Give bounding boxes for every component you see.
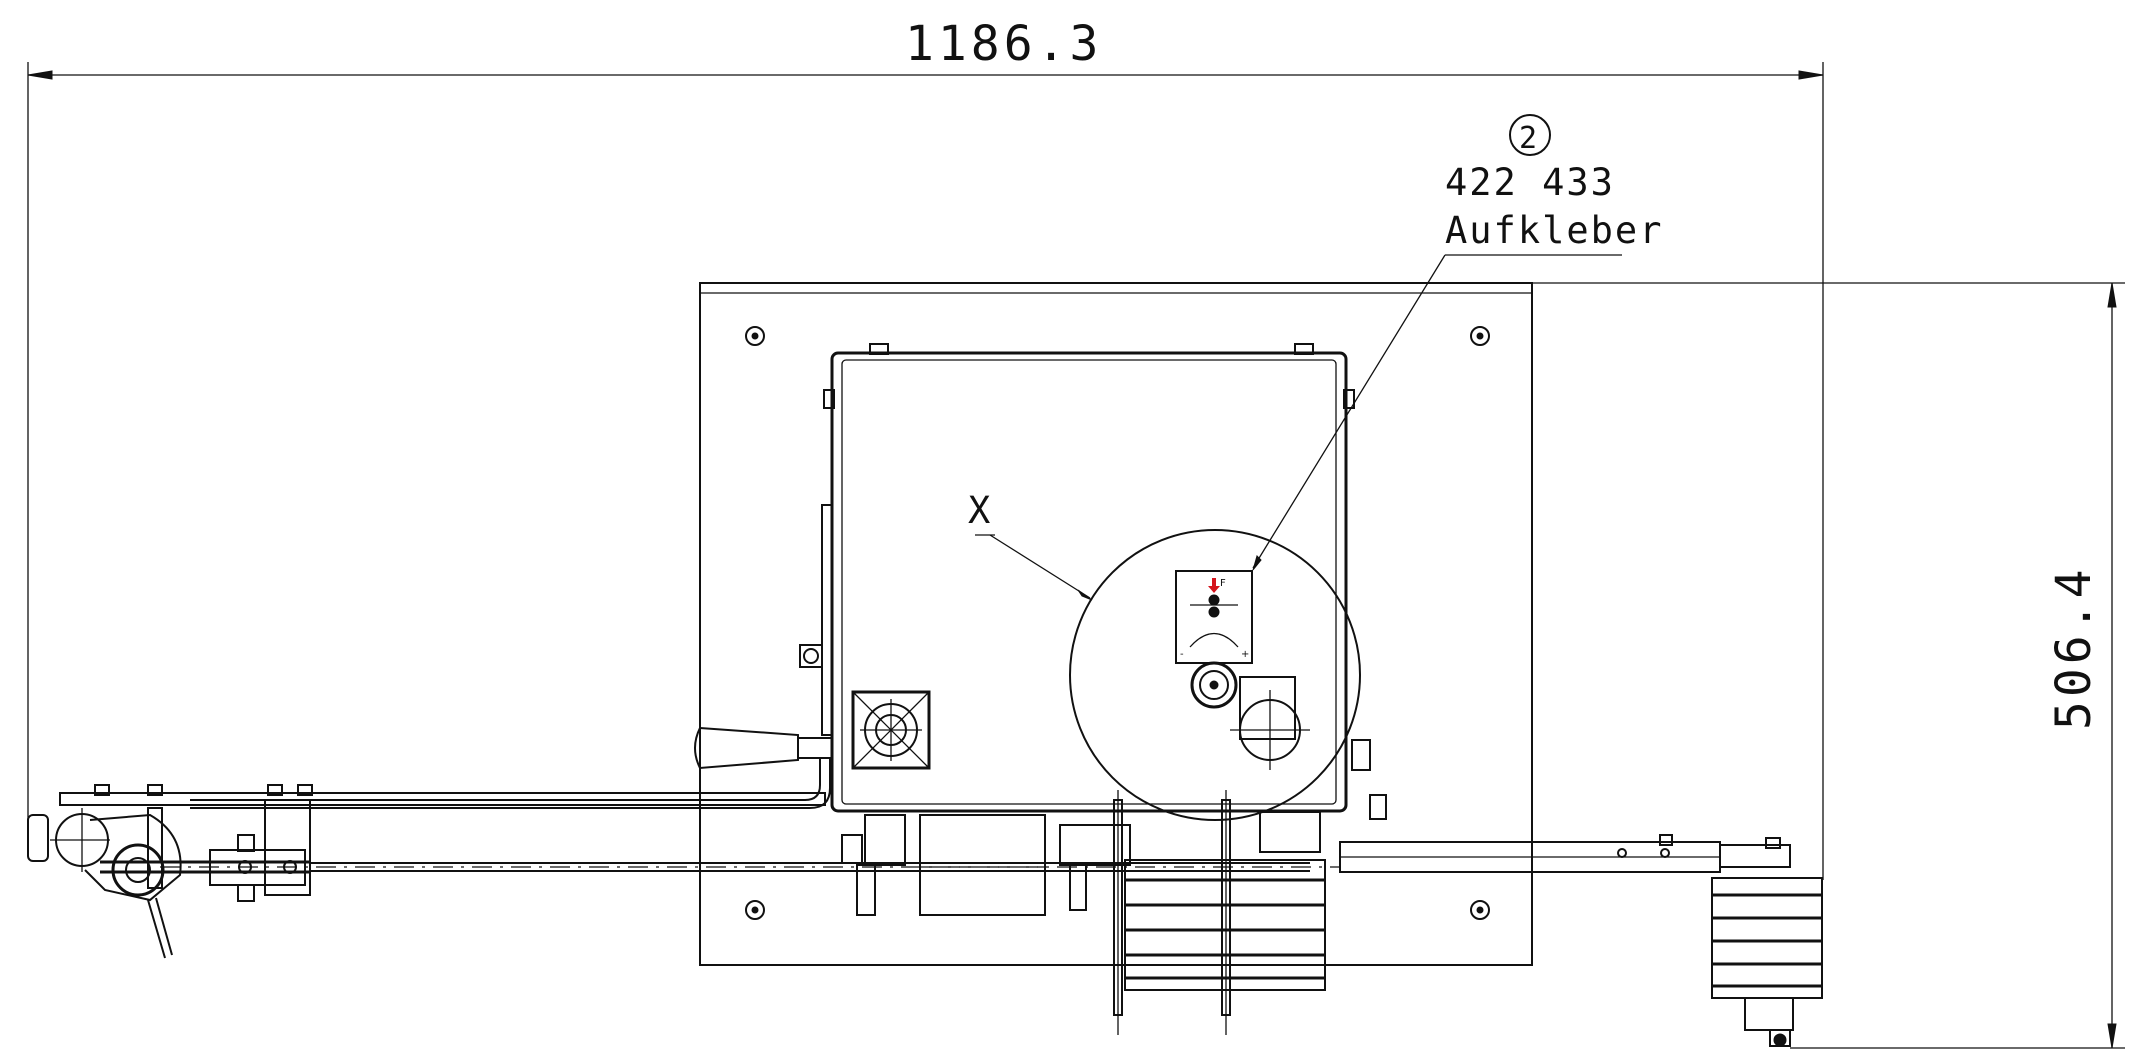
adjust-knob (1190, 661, 1238, 709)
part-number: 422 433 (1445, 161, 1615, 204)
detail-circle: X (968, 489, 1361, 821)
mounting-hole-top-right (1470, 326, 1490, 346)
shaft-block (1230, 676, 1310, 770)
mounting-hole-bottom-right (1470, 900, 1490, 920)
width-dimension: 1186.3 (27, 16, 1824, 880)
left-arm-assembly (27, 784, 1340, 959)
part-name: Aufkleber (1445, 209, 1663, 252)
detail-mark-label: X (968, 489, 992, 532)
center-pulley-stack (1113, 790, 1326, 1035)
sticker-force-label: F (1220, 578, 1226, 589)
center-motor (841, 811, 1321, 916)
item-number: 2 (1519, 121, 1537, 156)
part-callout: 2 422 433 Aufkleber (1252, 114, 1663, 571)
height-dimension-value: 506.4 (2046, 566, 2102, 731)
mounting-hole-bottom-left (745, 900, 765, 920)
base-plate (699, 282, 1533, 966)
square-control-knob (851, 690, 931, 770)
height-dimension: 506.4 (1530, 282, 2125, 1049)
crank-handle (190, 726, 833, 809)
sticker-minus-label: - (1180, 649, 1184, 660)
housing-box (799, 343, 1387, 820)
sticker-label: F - + (1175, 570, 1253, 664)
width-dimension-value: 1186.3 (905, 16, 1102, 72)
mounting-hole-top-left (745, 326, 765, 346)
right-arm-assembly (1339, 834, 1823, 1047)
sticker-plus-label: + (1241, 649, 1249, 660)
force-arrow-icon (1208, 578, 1220, 593)
